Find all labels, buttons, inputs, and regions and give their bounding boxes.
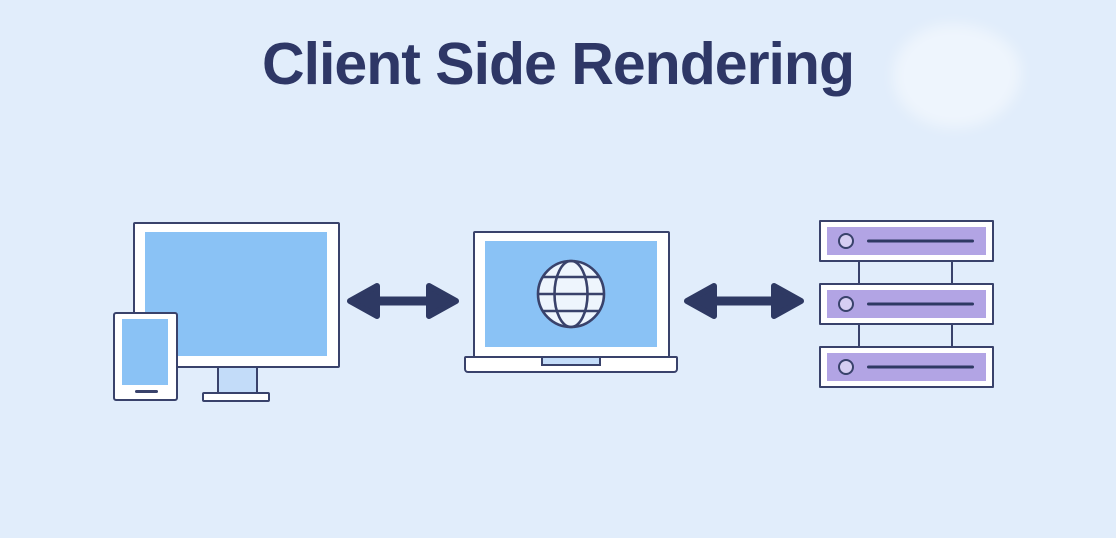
smartphone-screen bbox=[122, 319, 168, 385]
server-slot-line bbox=[867, 302, 974, 306]
server-rack-connector bbox=[858, 260, 953, 283]
server-unit bbox=[819, 220, 994, 262]
server-unit-panel bbox=[827, 290, 986, 318]
laptop-base bbox=[464, 356, 678, 373]
server-indicator-icon bbox=[838, 296, 854, 312]
server-unit-panel bbox=[827, 353, 986, 381]
smartphone-icon bbox=[113, 312, 178, 401]
server-unit bbox=[819, 346, 994, 388]
browser-server-double-arrow-icon bbox=[684, 283, 804, 319]
client-browser-double-arrow-icon bbox=[347, 283, 459, 319]
monitor-stand-base bbox=[202, 392, 270, 402]
server-unit bbox=[819, 283, 994, 325]
laptop-icon bbox=[473, 231, 670, 358]
globe-icon bbox=[536, 259, 606, 329]
smartphone-homebar bbox=[135, 390, 158, 393]
server-slot-line bbox=[867, 365, 974, 369]
laptop-trackpad-notch bbox=[541, 358, 601, 366]
decorative-blob bbox=[893, 24, 1021, 128]
server-unit-panel bbox=[827, 227, 986, 255]
desktop-monitor-icon bbox=[133, 222, 340, 368]
diagram-title: Client Side Rendering bbox=[261, 31, 855, 97]
server-slot-line bbox=[867, 239, 974, 243]
server-rack-connector bbox=[858, 323, 953, 346]
server-indicator-icon bbox=[838, 359, 854, 375]
server-rack-icon bbox=[819, 220, 994, 388]
server-indicator-icon bbox=[838, 233, 854, 249]
monitor-stand-neck bbox=[217, 364, 258, 394]
laptop-screen bbox=[485, 241, 657, 347]
